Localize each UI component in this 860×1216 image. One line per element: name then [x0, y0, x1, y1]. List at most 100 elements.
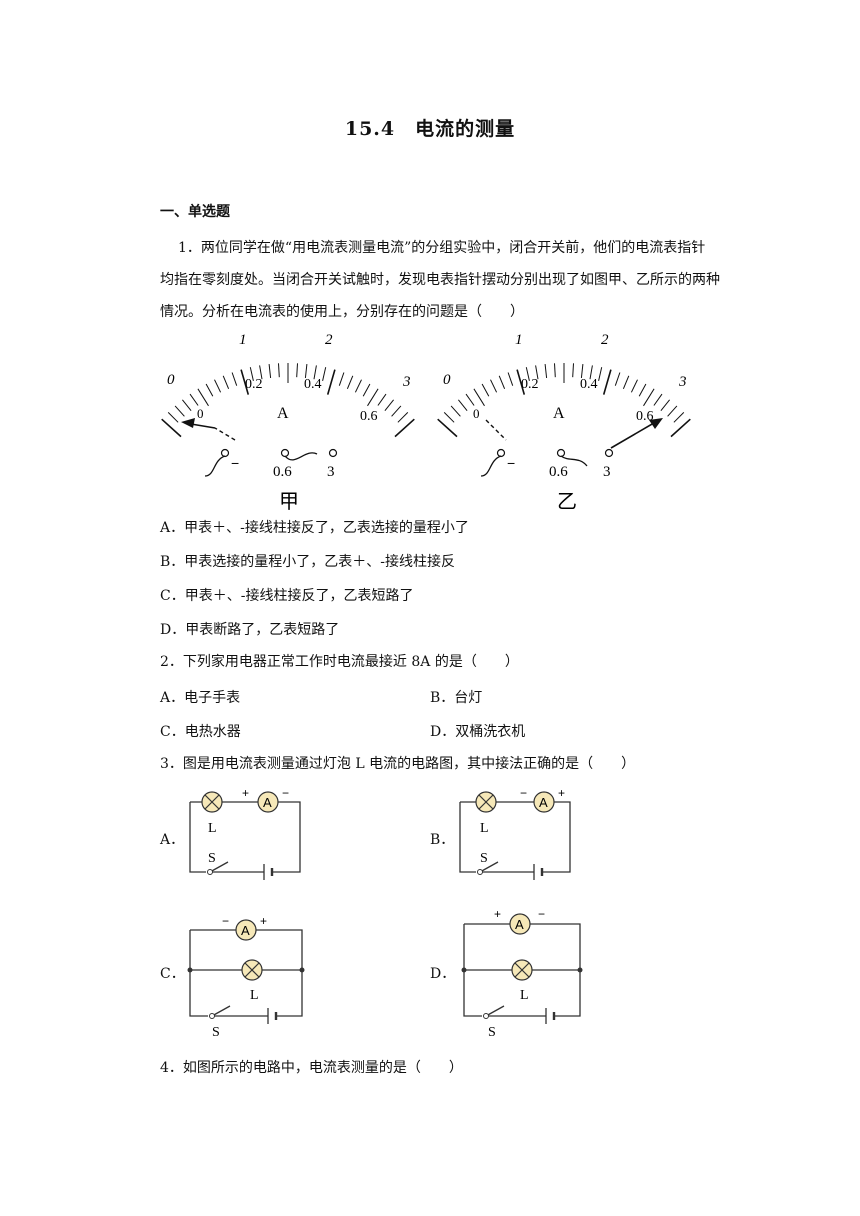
q4-stem: 4．如图所示的电路中，电流表测量的是（ ）: [160, 1060, 463, 1076]
section-heading: 一、单选题: [160, 204, 230, 220]
scale-tick: [397, 412, 409, 423]
scale-tick: [313, 365, 317, 380]
plus-sign: +: [558, 786, 565, 800]
scale-tick: [653, 393, 663, 406]
q3-option-a[interactable]: A．: [160, 832, 185, 848]
scale-tick: [189, 393, 199, 406]
scale-tick: [580, 364, 584, 379]
circuit-c: A − + L S: [187, 914, 305, 1040]
scale-tick: [338, 372, 345, 386]
scale-bottom-04: 0.4: [580, 377, 598, 392]
lamp-label: L: [208, 821, 217, 836]
minus-sign: −: [282, 786, 289, 800]
scale-top-1: 1: [239, 332, 247, 348]
scale-tick: [598, 367, 603, 382]
q2-option-c[interactable]: C．电热水器: [160, 724, 241, 740]
scale-bottom-02: 0.2: [521, 377, 539, 392]
scale-top-3: 3: [402, 374, 411, 390]
scale-tick: [391, 405, 402, 417]
scale-tick: [268, 364, 272, 379]
ammeter-symbol: A: [515, 917, 524, 932]
scale-tick: [660, 399, 670, 412]
scale-tick: [525, 367, 530, 382]
scale-tick: [670, 418, 691, 438]
q3-option-b[interactable]: B．: [430, 832, 455, 848]
scale-tick: [214, 379, 222, 393]
q2-option-d[interactable]: D．双桶洗衣机: [430, 724, 526, 740]
scale-tick: [259, 365, 263, 380]
scale-tick: [638, 383, 647, 397]
plus-sign: +: [260, 914, 267, 928]
scale-tick: [443, 412, 455, 423]
scale-tick: [322, 367, 327, 382]
caption-jia: 甲: [279, 491, 299, 513]
scale-tick: [249, 367, 254, 382]
scale-tick: [437, 418, 458, 438]
q2-option-b[interactable]: B．台灯: [430, 690, 483, 706]
switch-label: S: [480, 851, 488, 866]
q1-line-3: 情况。分析在电流表的使用上，分别存在的问题是（ ）: [160, 304, 524, 320]
scale-top-2: 2: [601, 332, 609, 348]
q1-option-a[interactable]: A．甲表＋、-接线柱接反了，乙表选接的量程小了: [160, 520, 469, 536]
terminal-06: 0.6: [549, 464, 568, 480]
plus-sign: +: [494, 907, 501, 921]
terminal-06: 0.6: [273, 464, 292, 480]
minus-sign: −: [222, 914, 229, 928]
scale-tick: [554, 363, 556, 378]
lamp-label: L: [520, 988, 529, 1003]
scale-tick: [278, 363, 280, 378]
scale-tick: [589, 365, 593, 380]
scale-tick: [572, 363, 574, 378]
scale-top-2: 2: [325, 332, 333, 348]
q3-option-d[interactable]: D．: [430, 966, 456, 982]
switch-label: S: [212, 1025, 220, 1040]
scale-tick: [643, 388, 655, 407]
scale-tick: [473, 388, 485, 407]
scale-tick: [458, 399, 468, 412]
scale-tick: [516, 369, 526, 395]
scale-tick: [174, 405, 185, 417]
scale-tick: [222, 375, 230, 389]
scale-top-0: 0: [167, 372, 175, 388]
scale-tick: [167, 412, 179, 423]
q2-option-a[interactable]: A．电子手表: [160, 690, 241, 706]
scale-tick: [614, 372, 621, 386]
lamp-label: L: [480, 821, 489, 836]
scale-tick: [507, 372, 514, 386]
q1-ammeter-figure: 0 1 2 3 0 0.2 0.4 0.6 A − 0.6 3 甲 0 1 2 …: [161, 332, 691, 513]
scale-tick: [450, 405, 461, 417]
q2-stem: 2．下列家用电器正常工作时电流最接近 8A 的是（ ）: [160, 654, 519, 670]
scale-tick: [304, 364, 308, 379]
scale-bottom-02: 0.2: [245, 377, 263, 392]
q3-stem: 3．图是用电流表测量通过灯泡 L 电流的电路图，其中接法正确的是（ ）: [160, 756, 636, 772]
circuit-b: A − + L S: [459, 786, 571, 880]
scale-tick: [498, 375, 506, 389]
scale-bottom-06: 0.6: [360, 409, 378, 424]
scale-tick: [465, 393, 475, 406]
scale-tick: [354, 379, 362, 393]
plus-sign: +: [242, 786, 249, 800]
q3-circuits: A + − L S A − + L S A − + L S: [187, 786, 583, 1040]
q1-line-2: 均指在零刻度处。当闭合开关试触时，发现电表指针摆动分别出现了如图甲、乙所示的两种: [160, 272, 720, 288]
ammeter-yi: 0 1 2 3 0 0.2 0.4 0.6 A − 0.6 3 乙: [437, 332, 691, 513]
ammeter-symbol: A: [263, 795, 272, 810]
q3-option-c[interactable]: C．: [160, 966, 185, 982]
q1-option-b[interactable]: B．甲表选接的量程小了，乙表＋、-接线柱接反: [160, 554, 456, 570]
terminal-minus: −: [507, 455, 515, 471]
scale-tick: [384, 399, 394, 412]
minus-sign: −: [538, 907, 545, 921]
scale-tick: [182, 399, 192, 412]
q1-option-c[interactable]: C．甲表＋、-接线柱接反了，乙表短路了: [160, 588, 414, 604]
scale-bottom-0: 0: [197, 406, 204, 421]
scale-tick: [622, 375, 630, 389]
q1-option-d[interactable]: D．甲表断路了，乙表短路了: [160, 622, 340, 638]
scale-tick: [394, 418, 415, 438]
scale-tick: [161, 418, 182, 438]
scale-tick: [231, 372, 238, 386]
unit-label: A: [553, 405, 565, 422]
unit-label: A: [277, 405, 289, 422]
page-title: 15.4 电流的测量: [344, 118, 516, 140]
scale-tick: [296, 363, 298, 378]
terminal-minus: −: [231, 455, 239, 471]
q1-line-1: 1．两位同学在做“用电流表测量电流”的分组实验中，闭合开关前，他们的电流表指针: [178, 240, 706, 256]
